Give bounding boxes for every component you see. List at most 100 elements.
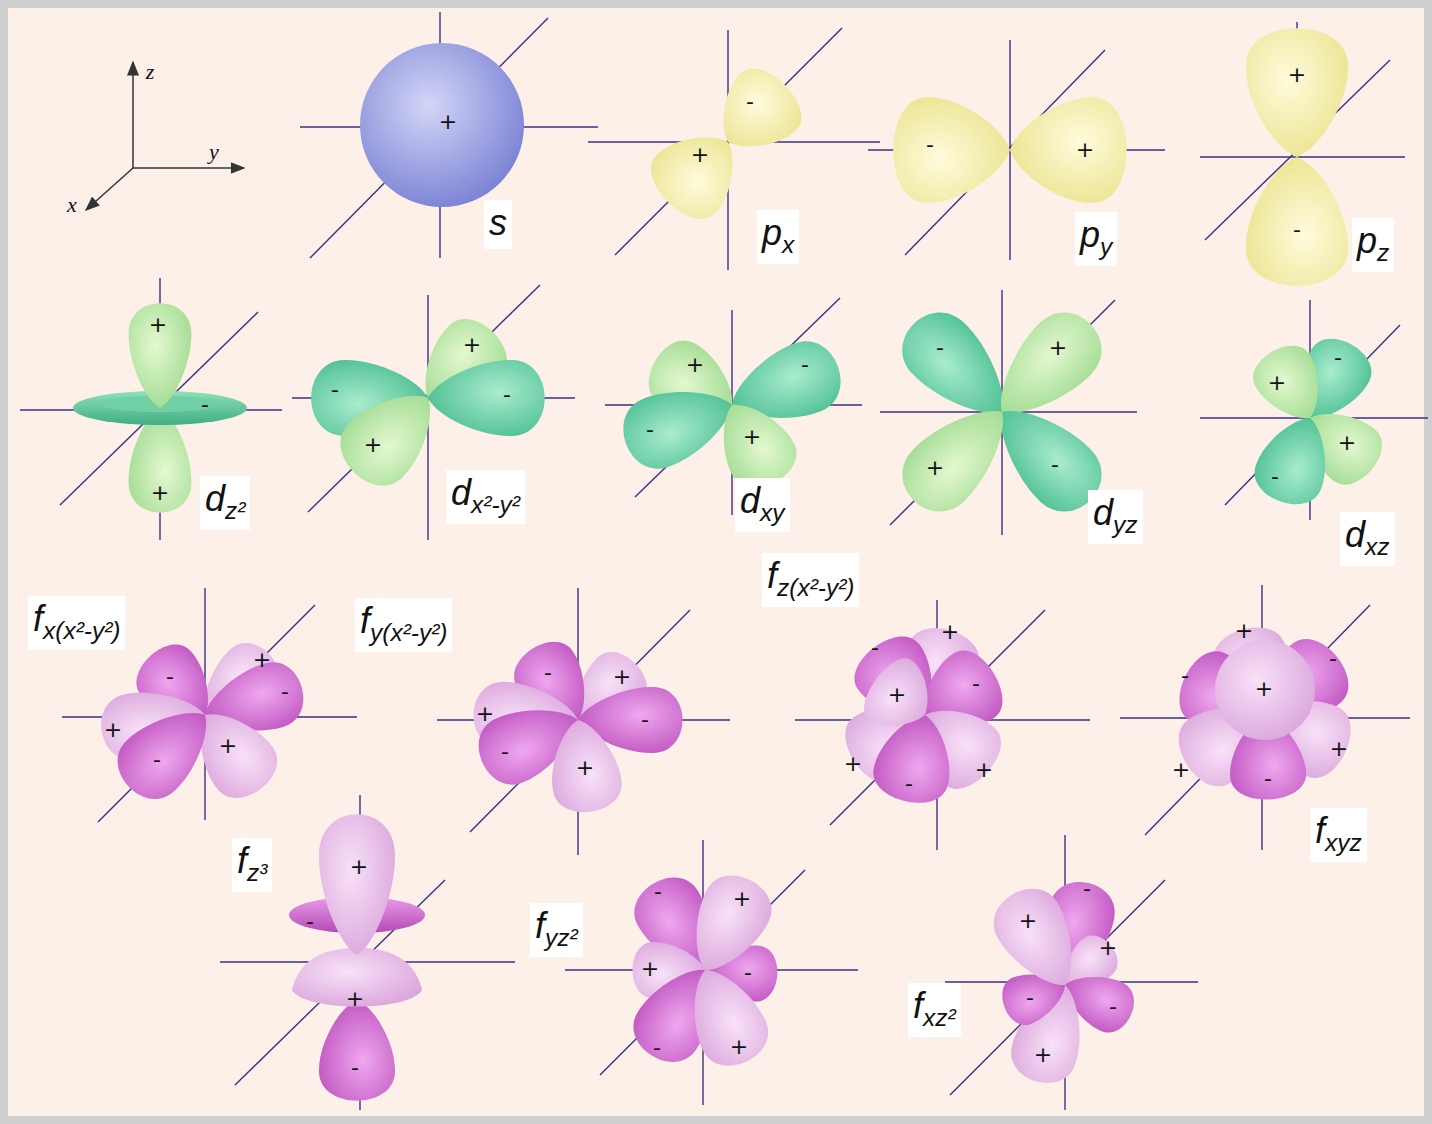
phase-sign: +	[1049, 337, 1067, 359]
orbital-letter: f	[360, 600, 370, 641]
phase-sign: +	[476, 703, 494, 725]
dz2-orbital	[20, 278, 282, 540]
orbital-subscript: xyz	[1325, 829, 1362, 856]
phase-sign: +	[364, 434, 382, 456]
phase-sign: -	[503, 384, 511, 406]
phase-sign: +	[1099, 937, 1117, 959]
orbital-subscript: z³	[247, 859, 267, 886]
phase-sign: -	[201, 394, 209, 416]
phase-sign: -	[544, 662, 552, 684]
phase-sign: -	[1083, 878, 1091, 900]
fxz2-orbital	[945, 835, 1198, 1110]
phase-sign: +	[350, 856, 368, 878]
orbital-label: dxy	[735, 478, 790, 532]
phase-sign: -	[166, 666, 174, 688]
phase-sign: +	[1338, 432, 1356, 454]
phase-sign: -	[281, 681, 289, 703]
phase-sign: +	[743, 426, 761, 448]
orbital-label: dx²-y²	[446, 470, 525, 524]
phase-sign: +	[941, 621, 959, 643]
orbital-subscript: z(x²-y²)	[777, 574, 854, 601]
phase-sign: -	[1051, 454, 1059, 476]
phase-sign: +	[104, 719, 122, 741]
orbital-label: dz²	[200, 476, 250, 530]
orbital-letter: f	[1315, 810, 1325, 851]
fz3-orbital	[220, 795, 515, 1110]
phase-sign: +	[733, 888, 751, 910]
orbital-subscript: x²-y²	[471, 491, 520, 518]
phase-sign: -	[1271, 466, 1279, 488]
orbital-label: px	[757, 210, 799, 264]
orbital-label: fx(x²-y²)	[28, 596, 125, 650]
phase-sign: +	[686, 354, 704, 376]
phase-sign: -	[351, 1057, 359, 1079]
orbital-subscript: x	[782, 231, 794, 258]
phase-sign: -	[972, 673, 980, 695]
axis-label: z	[146, 61, 155, 83]
phase-sign: +	[463, 334, 481, 356]
orbital-label: dxz	[1340, 512, 1395, 566]
phase-sign: -	[926, 134, 934, 156]
phase-sign: +	[975, 759, 993, 781]
orbital-subscript: xy	[760, 499, 784, 526]
orbital-subscript: y(x²-y²)	[370, 619, 447, 646]
phase-sign: -	[1181, 665, 1189, 687]
dxy-orbital	[605, 298, 862, 515]
phase-sign: -	[331, 379, 339, 401]
orbital-label: fxz²	[908, 983, 961, 1037]
phase-sign: +	[1255, 678, 1273, 700]
dx2-y2-orbital	[292, 285, 575, 540]
orbital-letter: d	[740, 480, 760, 521]
phase-sign: +	[253, 649, 271, 671]
phase-sign: -	[641, 709, 649, 731]
phase-sign: +	[1268, 372, 1286, 394]
phase-sign: +	[730, 1036, 748, 1058]
phase-sign: -	[746, 91, 754, 113]
dyz-orbital	[880, 290, 1137, 535]
phase-sign: -	[744, 962, 752, 984]
fz-x2-y2-orbital	[795, 600, 1090, 850]
orbital-subscript: z	[1377, 239, 1389, 266]
axis-label: y	[209, 141, 219, 163]
phase-sign: +	[1076, 139, 1094, 161]
py-orbital	[868, 40, 1165, 260]
phase-sign: +	[219, 735, 237, 757]
fy-x2-y2-orbital	[437, 588, 730, 855]
phase-sign: +	[926, 457, 944, 479]
phase-sign: +	[1235, 620, 1253, 642]
phase-sign: -	[1293, 219, 1301, 241]
orbital-letter: f	[33, 598, 43, 639]
orbital-subscript: yz²	[545, 924, 578, 951]
phase-sign: -	[1109, 996, 1117, 1018]
orbital-label: pz	[1352, 218, 1394, 272]
phase-sign: +	[844, 753, 862, 775]
phase-sign: +	[1172, 759, 1190, 781]
orbital-letter: d	[1345, 514, 1365, 555]
orbital-letter: p	[762, 212, 782, 253]
phase-sign: +	[439, 111, 457, 133]
axes-indicator	[86, 62, 244, 210]
orbital-label: fz(x²-y²)	[762, 553, 859, 607]
phase-sign: -	[905, 773, 913, 795]
dxz-orbital	[1200, 300, 1428, 520]
phase-sign: +	[613, 666, 631, 688]
phase-sign: +	[151, 482, 169, 504]
phase-sign: -	[653, 1037, 661, 1059]
orbital-label: fy(x²-y²)	[355, 598, 452, 652]
orbital-letter: f	[237, 840, 247, 881]
orbital-letter: p	[1357, 220, 1377, 261]
orbital-subscript: yz	[1113, 511, 1137, 538]
orbital-letter: s	[489, 202, 507, 243]
orbital-label: s	[484, 200, 512, 249]
orbital-label: fyz²	[530, 903, 583, 957]
phase-sign: -	[306, 911, 314, 933]
phase-sign: +	[888, 684, 906, 706]
orbital-label: fz³	[232, 838, 272, 892]
phase-sign: +	[576, 757, 594, 779]
phase-sign: -	[936, 337, 944, 359]
axis-label: x	[67, 194, 77, 216]
phase-sign: +	[346, 988, 364, 1010]
phase-sign: +	[641, 958, 659, 980]
phase-sign: +	[1330, 738, 1348, 760]
